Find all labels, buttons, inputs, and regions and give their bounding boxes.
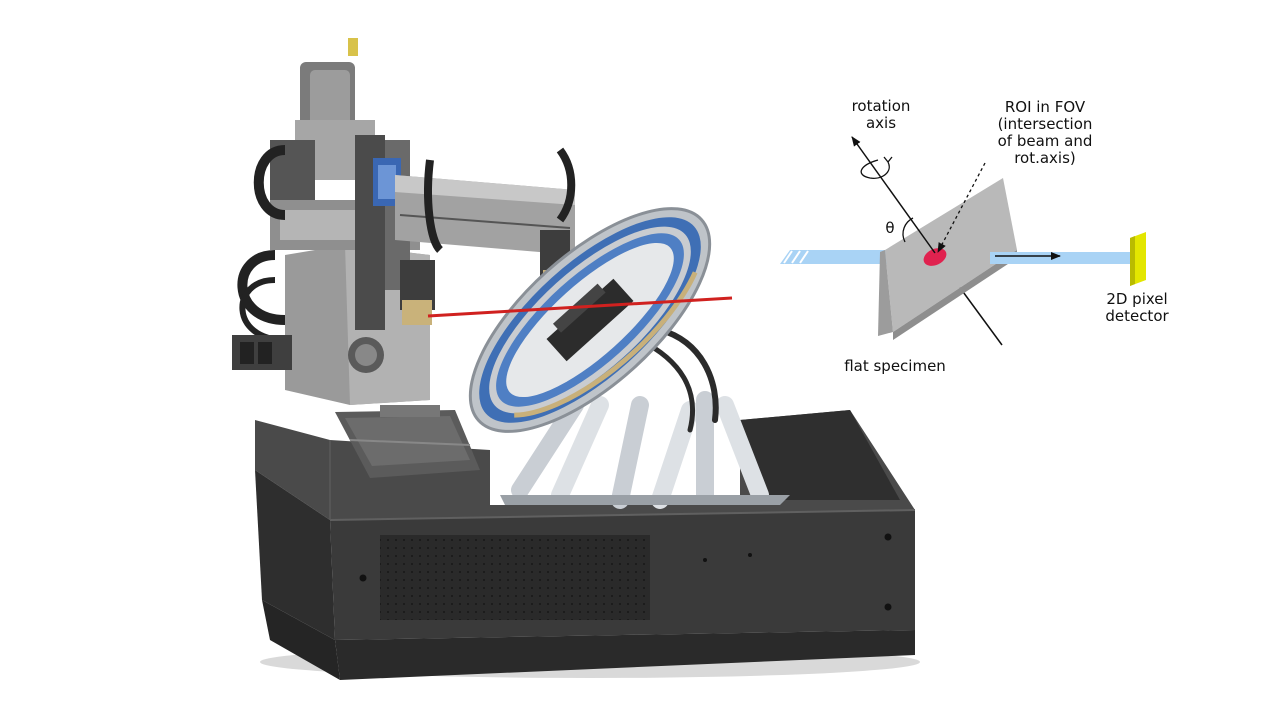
- theta-arc: [902, 217, 914, 243]
- roi-label-4: rot.axis): [1014, 149, 1076, 167]
- rotation-indicator: [860, 159, 890, 179]
- schematic: rotation axis ROI in FOV (intersection o…: [780, 97, 1169, 375]
- roi-leader-line: [937, 162, 986, 253]
- roi-label-1: ROI in FOV: [1005, 98, 1086, 116]
- roi-label-2: (intersection: [998, 115, 1093, 133]
- specimen-label: flat specimen: [844, 357, 946, 375]
- hexapod: [500, 327, 790, 509]
- rotation-axis-upper: [851, 136, 936, 254]
- detector-label-1: 2D pixel: [1106, 290, 1167, 308]
- rotation-axis-lower: [957, 284, 1003, 346]
- rotation-axis-label-2: axis: [866, 114, 896, 132]
- pixel-detector: [1130, 232, 1146, 286]
- laser-beam-line: [427, 296, 733, 318]
- euler-cradle: [468, 207, 712, 433]
- theta-label: θ: [885, 219, 894, 237]
- outgoing-beam: [990, 252, 1135, 264]
- rotation-axis-label-1: rotation: [852, 97, 911, 115]
- linear-stage: [335, 405, 480, 478]
- detector-label-2: detector: [1105, 307, 1169, 325]
- tower-assembly: [232, 38, 576, 405]
- instrument-illustration: [232, 38, 920, 680]
- vent-grille: [380, 535, 650, 620]
- roi-label-3: of beam and: [998, 132, 1093, 150]
- flat-specimen-plate: [878, 178, 1017, 340]
